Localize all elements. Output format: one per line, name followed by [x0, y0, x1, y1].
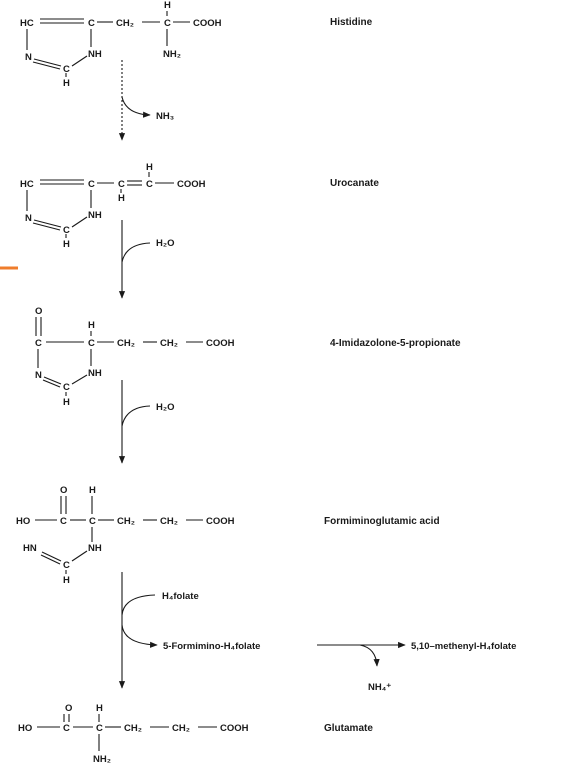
atom-label: H	[88, 320, 95, 331]
atom-label: C	[88, 18, 95, 29]
atom-label: H	[96, 703, 103, 714]
atom-label: NH	[88, 543, 102, 554]
glutamate-structure: O H HO C C CH₂ CH₂ COOH NH₂	[18, 703, 249, 765]
histidine-structure: H HC C CH₂ C COOH N NH NH₂ C H	[20, 0, 222, 89]
imidazolone-structure: O H C C CH₂ CH₂ COOH N NH C H	[35, 306, 235, 408]
atom-label: H	[63, 397, 70, 408]
atom-label: COOH	[206, 338, 235, 349]
reaction-arrow-step1	[118, 60, 151, 141]
atom-label: CH₂	[124, 723, 142, 734]
atom-label: CH₂	[116, 18, 134, 29]
atom-label: C	[88, 179, 95, 190]
atom-label: C	[88, 338, 95, 349]
atom-label: H	[146, 162, 153, 173]
atom-label: HO	[18, 723, 32, 734]
compound-name-figlu: Formiminoglutamic acid	[324, 516, 440, 527]
atom-label: C	[89, 516, 96, 527]
atom-label: COOH	[193, 18, 222, 29]
reaction-arrow-step2	[118, 220, 151, 299]
atom-label: C	[63, 560, 70, 571]
atom-label: CH₂	[160, 516, 178, 527]
reactant-water: H₂O	[156, 402, 174, 413]
atom-label: NH	[88, 368, 102, 379]
atom-label: H	[63, 575, 70, 586]
atom-label: O	[60, 485, 67, 496]
atom-label: C	[63, 382, 70, 393]
atom-label: HN	[23, 543, 37, 554]
atom-label: HC	[20, 179, 34, 190]
atom-label: H	[118, 193, 125, 204]
product-methenyl-h4folate: 5,10–methenyl-H₄folate	[411, 641, 516, 652]
atom-label: HC	[20, 18, 34, 29]
atom-label: C	[60, 516, 67, 527]
atom-label: H	[63, 78, 70, 89]
compound-name-urocanate: Urocanate	[330, 178, 379, 189]
atom-label: C	[118, 179, 125, 190]
atom-label: C	[96, 723, 103, 734]
atom-label: CH₂	[160, 338, 178, 349]
atom-label: H	[164, 0, 171, 11]
atom-label: C	[35, 338, 42, 349]
atom-label: C	[63, 723, 70, 734]
figlu-structure: O H HO C C CH₂ CH₂ COOH HN NH C H	[16, 485, 235, 586]
atom-label: N	[25, 213, 32, 224]
compound-name-histidine: Histidine	[330, 17, 373, 28]
atom-label: NH	[88, 210, 102, 221]
atom-label: COOH	[220, 723, 249, 734]
atom-label: C	[63, 225, 70, 236]
atom-label: O	[35, 306, 42, 317]
atom-label: N	[25, 52, 32, 63]
atom-label: C	[164, 18, 171, 29]
atom-label: N	[35, 370, 42, 381]
atom-label: CH₂	[117, 516, 135, 527]
reactant-water: H₂O	[156, 238, 174, 249]
atom-label: NH₂	[163, 49, 181, 60]
atom-label: O	[65, 703, 72, 714]
product-formimino-h4folate: 5-Formimino-H₄folate	[163, 641, 260, 652]
product-ammonia: NH₃	[156, 111, 174, 122]
atom-label: COOH	[206, 516, 235, 527]
side-reaction-arrow	[317, 641, 406, 667]
atom-label: C	[63, 64, 70, 75]
byproduct-ammonium: NH₄⁺	[368, 682, 391, 693]
atom-label: COOH	[177, 179, 206, 190]
atom-label: H	[63, 239, 70, 250]
atom-label: NH₂	[93, 754, 111, 765]
reactant-h4folate: H₄folate	[162, 591, 199, 602]
atom-label: CH₂	[117, 338, 135, 349]
atom-label: NH	[88, 49, 102, 60]
reaction-arrow-step3	[118, 380, 151, 464]
urocanate-structure: H HC C C C COOH H N NH C H	[20, 162, 206, 250]
atom-label: CH₂	[172, 723, 190, 734]
atom-label: HO	[16, 516, 30, 527]
reaction-arrow-step4	[118, 572, 158, 689]
atom-label: H	[89, 485, 96, 496]
compound-name-glutamate: Glutamate	[324, 723, 373, 734]
compound-name-imidazolone: 4-Imidazolone-5-propionate	[330, 338, 461, 349]
atom-label: C	[146, 179, 153, 190]
